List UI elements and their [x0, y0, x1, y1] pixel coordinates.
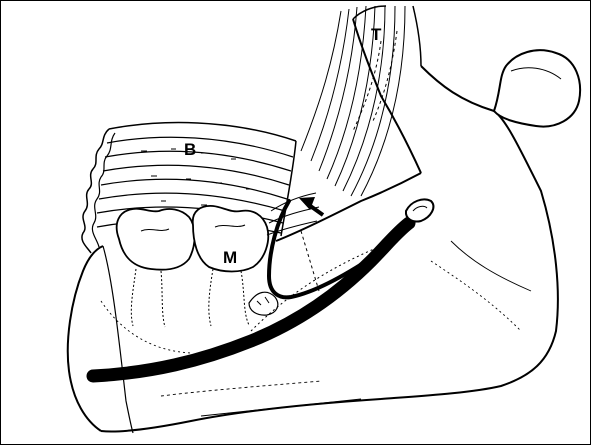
mandibular-foramen [406, 199, 433, 221]
molar-teeth [117, 206, 269, 327]
lingula [249, 292, 278, 315]
pointer-arrow [299, 197, 323, 215]
label-buccinator: B [184, 140, 196, 159]
condylar-process [494, 50, 580, 126]
coronoid-process [301, 6, 421, 196]
label-molar: M [223, 248, 237, 267]
label-temporalis: T [371, 25, 382, 44]
mandibular-notch [421, 66, 494, 111]
